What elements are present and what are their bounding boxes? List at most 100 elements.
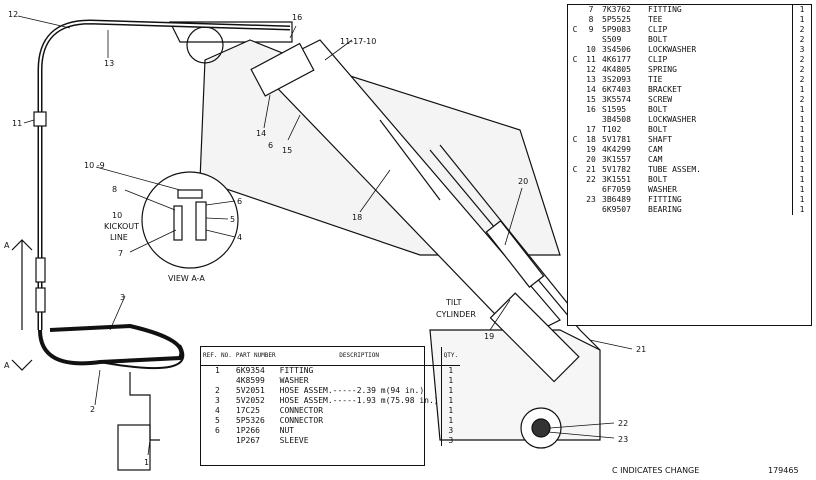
bracket-14: [250, 42, 315, 97]
part-number-cell: 7K3762: [602, 5, 631, 14]
part-number-cell: S509: [602, 35, 622, 44]
description-cell: CONNECTOR: [277, 406, 442, 416]
callout-8: 8: [112, 185, 117, 194]
description-cell: SCREW: [646, 95, 793, 105]
ref-cell: 21: [586, 165, 596, 174]
description-cell: BOLT: [646, 125, 793, 135]
ref-cell: 9: [588, 25, 594, 34]
description-cell: WASHER: [277, 376, 442, 386]
change-cell: C: [572, 165, 578, 174]
change-cell: C: [572, 55, 578, 64]
callout-7: 7: [118, 249, 123, 258]
callout-20: 20: [518, 177, 528, 186]
qty-cell: 1: [792, 85, 811, 95]
part-number-cell: 6F7059: [602, 185, 631, 194]
ref-cell: [201, 436, 234, 446]
hose-line-2: [38, 323, 184, 366]
description-cell: SHAFT: [646, 135, 793, 145]
ref-cell: [582, 35, 600, 45]
qty-cell: 2: [792, 65, 811, 75]
change-cell: [568, 5, 582, 15]
callout-14: 14: [256, 129, 266, 138]
qty-cell: 1: [792, 105, 811, 115]
section-a-bottom-label: A: [4, 361, 10, 370]
qty-cell: 1: [440, 376, 461, 386]
description-cell: CLIP: [646, 25, 793, 35]
part-number-cell: 5P5326: [235, 416, 265, 425]
change-cell: [568, 15, 582, 25]
part-number-cell: 4K4299: [602, 145, 631, 154]
qty-cell: 1: [792, 205, 811, 215]
change-cell: [568, 45, 582, 55]
callout-19: 19: [484, 332, 494, 341]
callout-11: 11: [12, 119, 22, 128]
ref-cell: 8: [588, 15, 594, 24]
hose-line-12-inner: [39, 20, 291, 330]
callout-18: 18: [352, 213, 362, 222]
parts-table-header: REF. NO. PART NUMBER DESCRIPTION QTY.: [201, 347, 461, 366]
qty-cell: 1: [792, 5, 811, 15]
callout-12: 12: [8, 10, 18, 19]
ref-cell: 14: [586, 85, 596, 94]
qty-cell: 1: [440, 416, 461, 426]
change-cell: [568, 155, 582, 165]
description-cell: FITTING: [646, 195, 793, 205]
callout-5: 5: [230, 215, 235, 224]
ref-cell: 23: [586, 195, 596, 204]
fitting-lower-2: [35, 287, 46, 313]
change-cell: [568, 95, 582, 105]
ref-cell: 19: [586, 145, 596, 154]
fitting-lower: [35, 257, 46, 283]
qty-cell: 1: [792, 125, 811, 135]
header-ref: REF. NO.: [201, 347, 234, 366]
change-cell: [568, 85, 582, 95]
qty-cell: 1: [792, 155, 811, 165]
callout-13: 13: [104, 59, 114, 68]
change-cell: [568, 35, 582, 45]
qty-cell: 1: [792, 115, 811, 125]
callout-11-17-10: 11-17-10: [340, 37, 376, 46]
qty-cell: 1: [440, 396, 461, 406]
frame-hole: [186, 26, 224, 64]
part-number-cell: 6K9354: [235, 366, 265, 375]
ref-cell: 7: [588, 5, 594, 14]
tilt-cylinder-rod: [379, 119, 441, 201]
change-cell: C: [572, 135, 578, 144]
qty-cell: 1: [792, 145, 811, 155]
description-cell: SPRING: [646, 65, 793, 75]
description-cell: LOCKWASHER: [646, 45, 793, 55]
qty-cell: 1: [440, 386, 461, 396]
ref-cell: 12: [586, 65, 596, 74]
part-number-cell: T102: [602, 125, 622, 134]
cam-20: [485, 220, 545, 288]
section-arrow-top: [11, 239, 33, 330]
qty-cell: 1: [792, 195, 811, 205]
change-cell: [568, 145, 582, 155]
view-a-a-label: VIEW A-A: [168, 274, 205, 283]
part-number-cell: 5P5525: [602, 15, 631, 24]
description-cell: CLIP: [646, 55, 793, 65]
change-cell: C: [572, 25, 578, 34]
part-number-cell: 6K9507: [602, 205, 631, 214]
part-number-cell: 3B4508: [602, 115, 631, 124]
part-number-cell: 4K4805: [602, 65, 631, 74]
frame-outline: [169, 21, 293, 43]
part-number-cell: 5V1782: [602, 165, 631, 174]
ref-cell: 5: [215, 416, 220, 425]
qty-cell: 1: [792, 135, 811, 145]
description-cell: WASHER: [646, 185, 793, 195]
view-fitting-a: [177, 189, 203, 199]
